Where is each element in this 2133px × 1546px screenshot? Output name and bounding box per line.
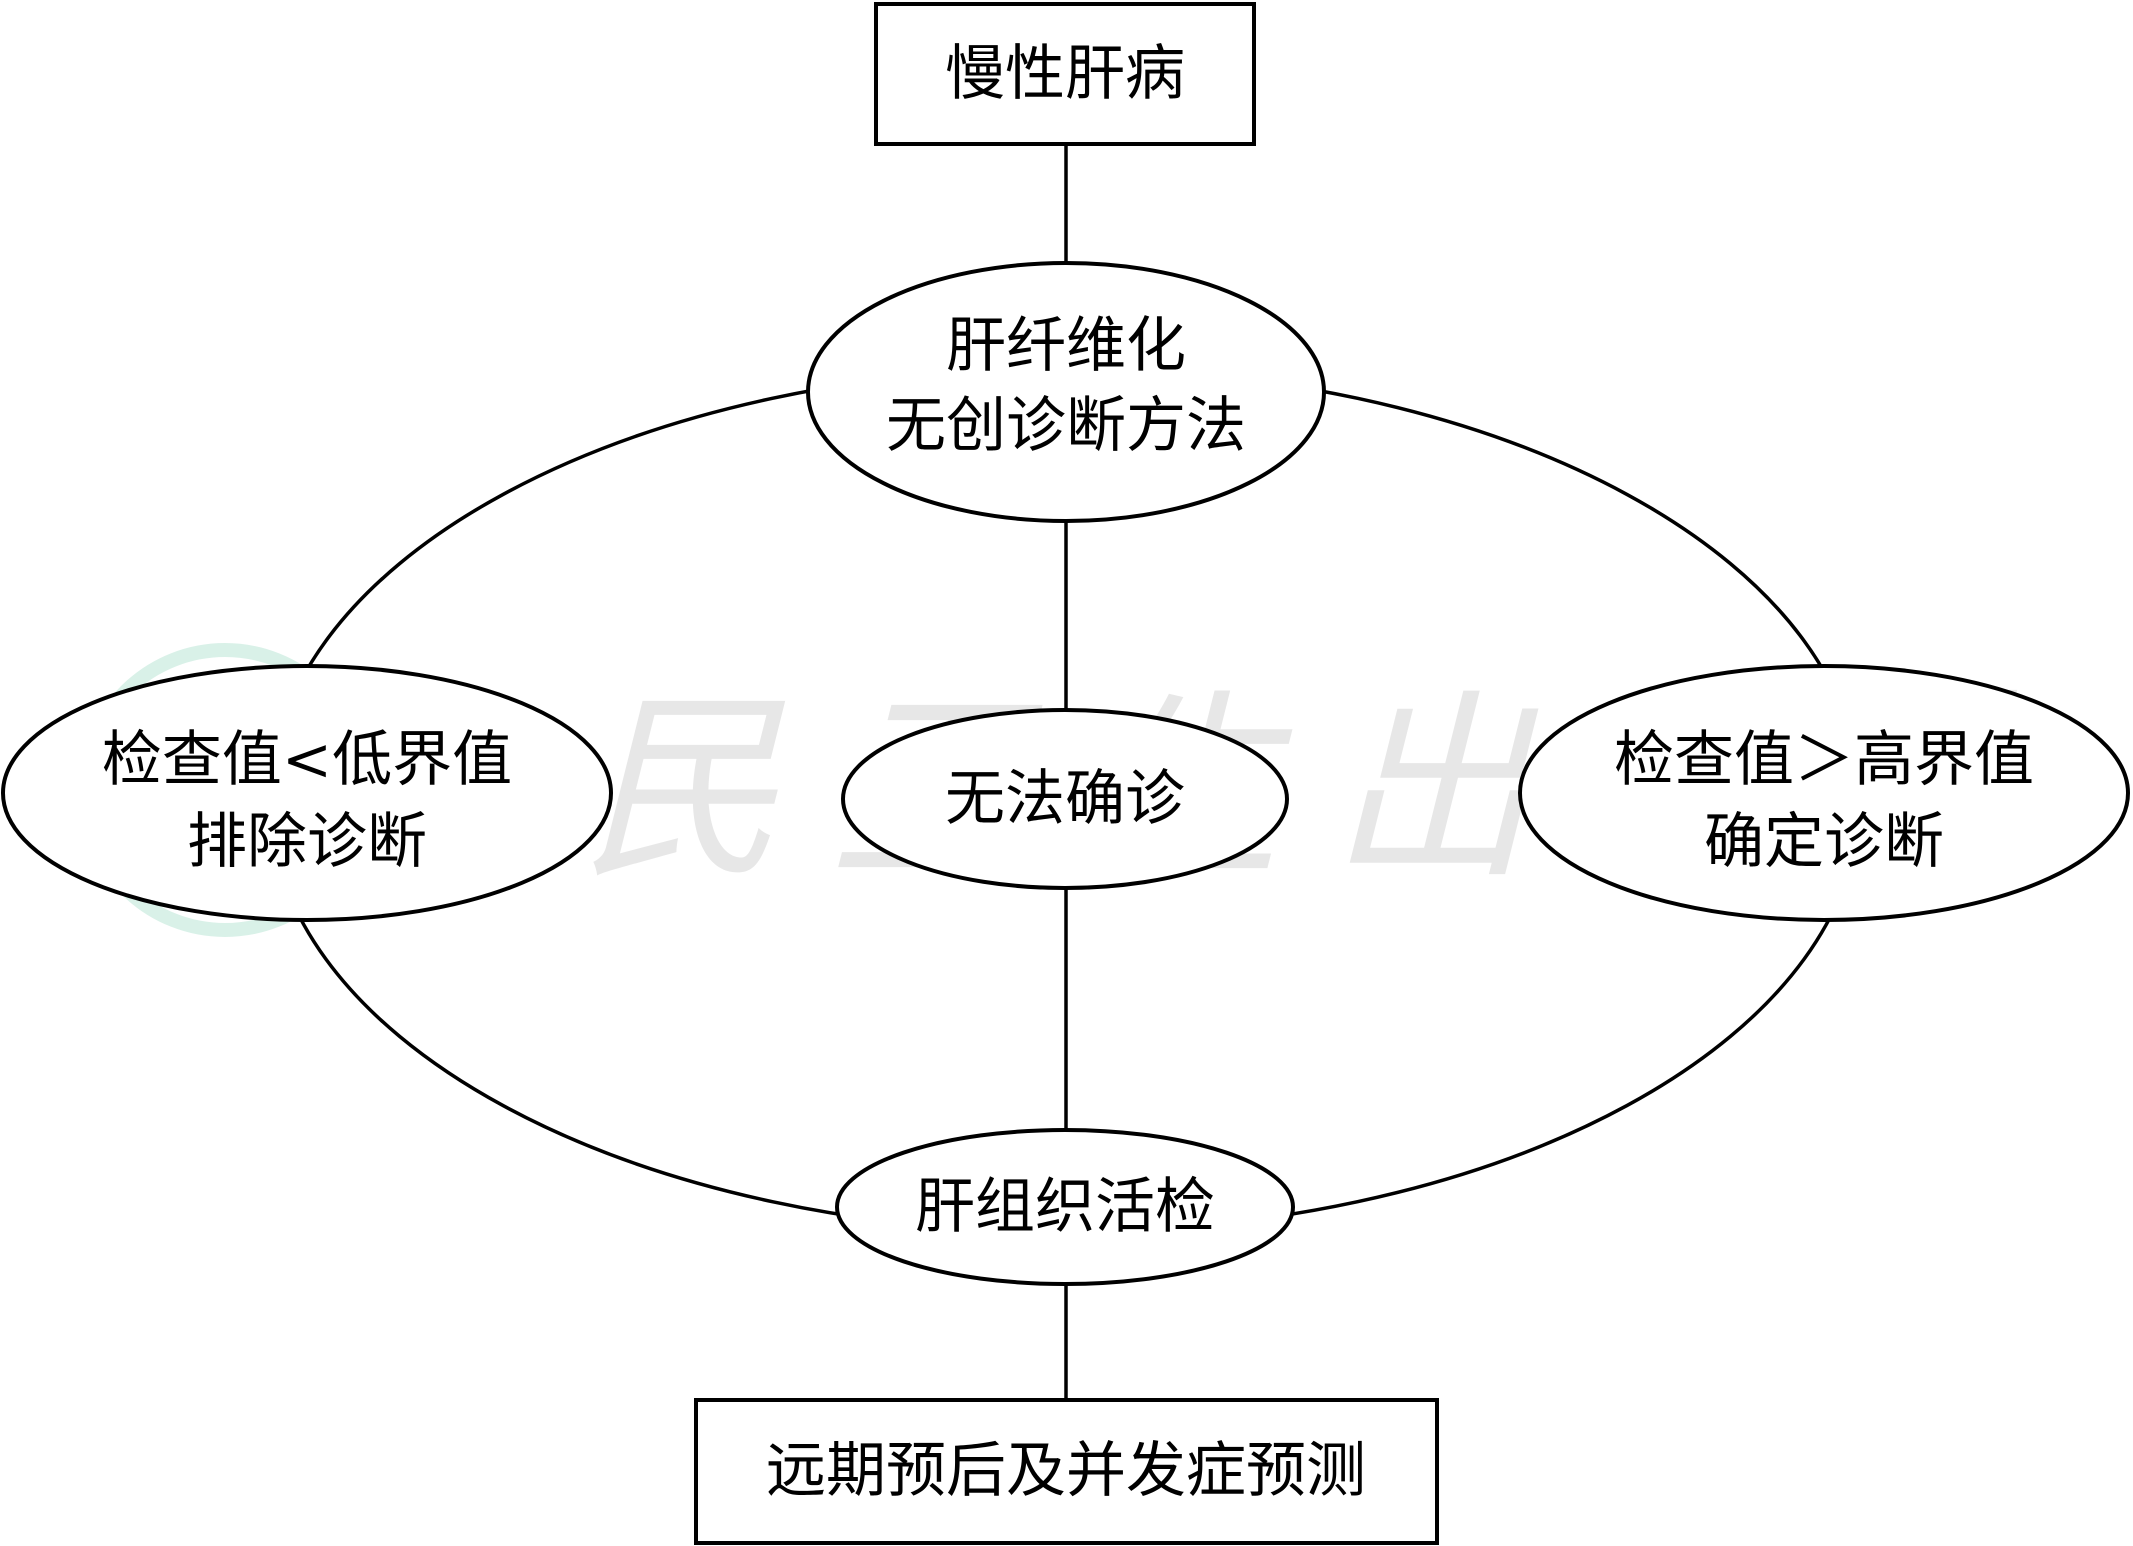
node-noninvasive-methods: 肝纤维化 无创诊断方法 bbox=[806, 261, 1326, 523]
node-rule-in: 检查值＞高界值 确定诊断 bbox=[1518, 664, 2130, 922]
node-label: 远期预后及并发症预测 bbox=[766, 1436, 1366, 1506]
node-rule-out: 检查值<低界值 排除诊断 bbox=[1, 664, 613, 922]
node-long-term-prognosis: 远期预后及并发症预测 bbox=[694, 1398, 1439, 1545]
node-label-line2: 确定诊断 bbox=[1704, 807, 1944, 877]
node-undetermined: 无法确诊 bbox=[841, 708, 1289, 890]
node-label: 肝组织活检 bbox=[915, 1172, 1215, 1242]
node-label: 无法确诊 bbox=[945, 764, 1185, 834]
node-label-line2: 无创诊断方法 bbox=[886, 391, 1246, 461]
node-label-line2: 排除诊断 bbox=[187, 807, 427, 877]
node-label-line1: 检查值<低界值 bbox=[102, 725, 512, 795]
node-label-line1: 肝纤维化 bbox=[946, 311, 1186, 381]
node-liver-biopsy: 肝组织活检 bbox=[835, 1128, 1295, 1286]
node-chronic-liver-disease: 慢性肝病 bbox=[874, 2, 1256, 146]
node-label-line1: 检查值＞高界值 bbox=[1614, 725, 2034, 795]
node-label: 慢性肝病 bbox=[945, 39, 1185, 109]
